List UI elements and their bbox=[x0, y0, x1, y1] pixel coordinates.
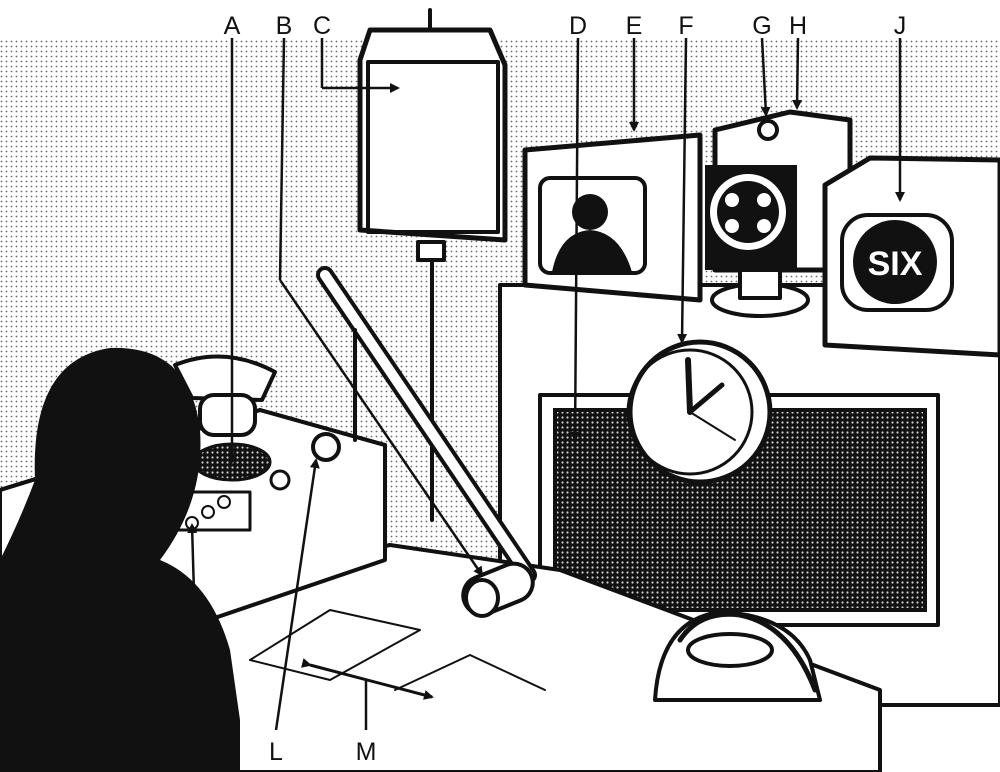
microphone-boom bbox=[316, 266, 537, 618]
label-c: C bbox=[313, 12, 331, 40]
caption-card-box: SIX bbox=[822, 155, 1000, 358]
label-f: F bbox=[678, 12, 693, 40]
studio-lamp bbox=[357, 8, 508, 522]
label-a: A bbox=[224, 12, 241, 40]
picture-monitor bbox=[522, 132, 703, 303]
label-h: H bbox=[789, 12, 807, 40]
label-j: J bbox=[894, 12, 907, 40]
label-k: K bbox=[192, 738, 209, 766]
lens-turret bbox=[757, 119, 779, 141]
caption-camera bbox=[705, 109, 853, 318]
caption-card-text: SIX bbox=[868, 245, 923, 283]
label-l: L bbox=[269, 738, 283, 766]
label-m: M bbox=[356, 738, 377, 766]
label-g: G bbox=[752, 12, 771, 40]
studio-clock bbox=[626, 339, 773, 485]
operator-silhouette bbox=[0, 347, 240, 772]
leader-lines bbox=[187, 37, 905, 731]
label-e: E bbox=[626, 12, 643, 40]
label-b: B bbox=[276, 12, 293, 40]
fader-knob bbox=[311, 432, 341, 462]
desk-telephone bbox=[653, 610, 822, 702]
direction-arrow bbox=[300, 658, 434, 700]
desk-top bbox=[138, 543, 882, 772]
label-d: D bbox=[569, 12, 587, 40]
